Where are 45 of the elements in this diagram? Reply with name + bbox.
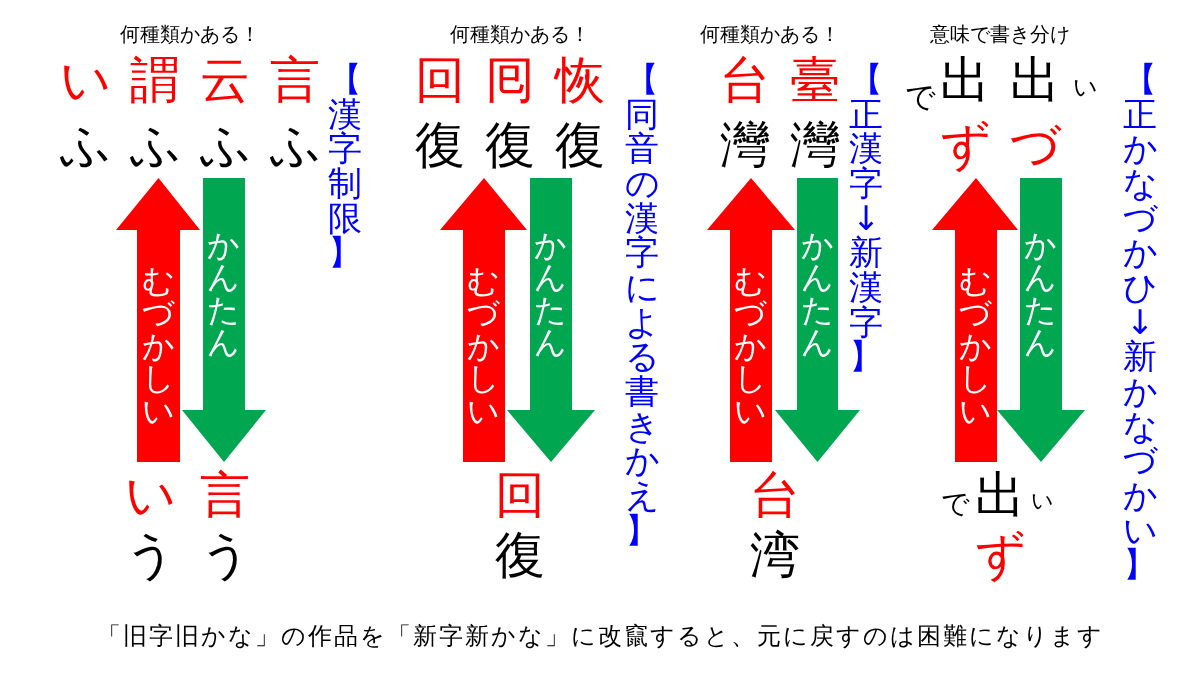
character-text: う <box>199 530 251 580</box>
character-text: 灣 <box>790 120 840 170</box>
character-text: ふ <box>59 120 111 170</box>
character-text: 恢 <box>555 55 605 105</box>
note-text: 【同音の漢字による書きかえ】 <box>623 62 661 548</box>
heading-text: 何種類かある！ <box>120 24 260 44</box>
character-text: い <box>59 55 111 105</box>
character-text: 言 <box>200 470 250 520</box>
character-text: 湾 <box>750 530 800 580</box>
heading-text: 何種類かある！ <box>700 24 840 44</box>
character-text: で <box>904 82 936 112</box>
character-text: で <box>940 490 970 518</box>
character-text: 出 <box>940 55 990 105</box>
character-text: ふ <box>199 120 251 170</box>
note-text: 【漢字制限】 <box>327 62 364 271</box>
character-text: 囘 <box>485 55 535 105</box>
character-text: ず <box>974 530 1026 580</box>
character-text: 出 <box>975 470 1025 520</box>
character-text: づ <box>1009 120 1061 170</box>
character-text: 台 <box>720 55 770 105</box>
character-text: い <box>124 470 176 520</box>
character-text: 台 <box>750 470 800 520</box>
caption-text: 「旧字旧かな」の作品を「新字新かな」に改竄すると、元に戻すのは困難になります <box>96 621 1104 652</box>
character-text: 復 <box>555 120 605 170</box>
character-text: う <box>124 530 176 580</box>
character-text: 回 <box>415 55 465 105</box>
character-text: ず <box>939 120 991 170</box>
character-text: 謂 <box>130 55 180 105</box>
character-text: 復 <box>485 120 535 170</box>
character-text: 出 <box>1010 55 1060 105</box>
character-text: い <box>1030 490 1054 512</box>
character-text: 云 <box>200 55 250 105</box>
note-text: 【正かなづかひ↓新かなづかい】 <box>1121 62 1159 583</box>
character-text: い <box>1072 75 1098 99</box>
character-text: ふ <box>269 120 321 170</box>
character-text: ふ <box>129 120 181 170</box>
heading-text: 何種類かある！ <box>450 24 590 44</box>
character-text: 臺 <box>790 55 840 105</box>
character-text: 灣 <box>720 120 770 170</box>
character-text: 言 <box>270 55 320 105</box>
character-text: 復 <box>495 530 545 580</box>
character-text: 回 <box>495 470 545 520</box>
note-text: 【正漢字↓新漢字】 <box>848 62 885 375</box>
character-text: 復 <box>415 120 465 170</box>
heading-text: 意味で書き分け <box>930 24 1070 44</box>
